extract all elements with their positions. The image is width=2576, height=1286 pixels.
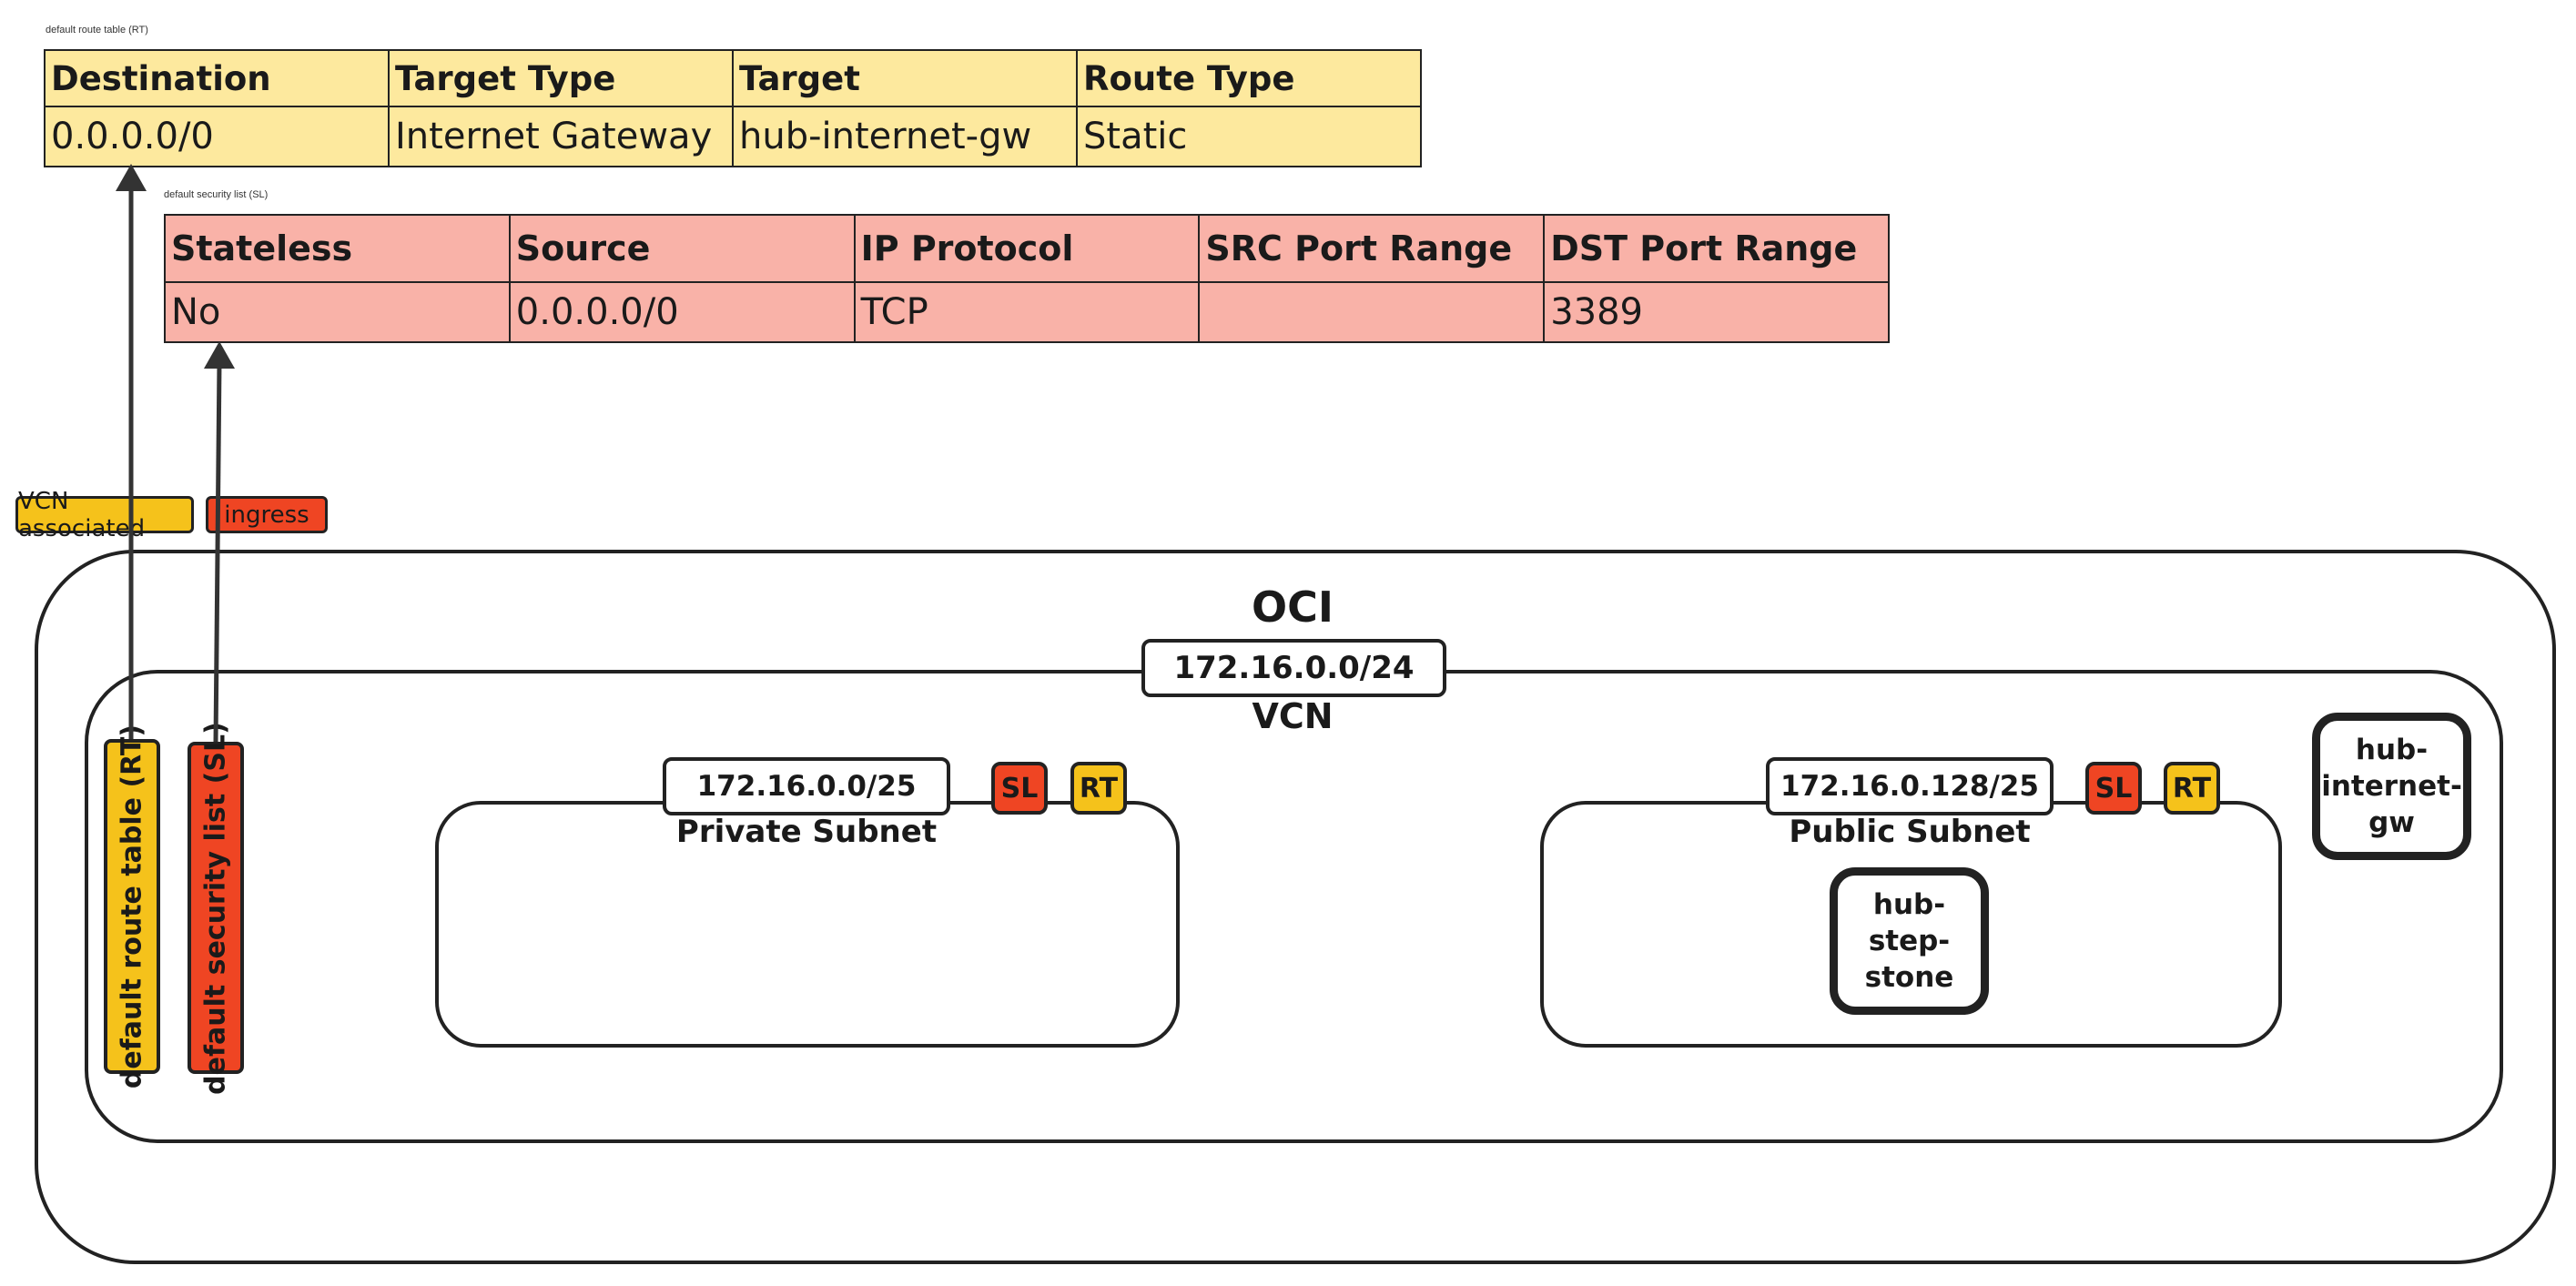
private-subnet-cidr-label: 172.16.0.0/25 [663, 757, 950, 815]
column-header: Route Type [1076, 49, 1422, 107]
hub-internet-gw-node[interactable]: hub-internet-gw [2312, 713, 2471, 860]
vcn-cidr-label: 172.16.0.0/24 [1141, 639, 1446, 697]
table-cell [1198, 281, 1546, 343]
private-subnet-sl-badge[interactable]: SL [991, 762, 1048, 815]
public-subnet-rt-badge[interactable]: RT [2164, 762, 2220, 815]
route-table-caption: default route table (RT) [46, 25, 148, 35]
public-subnet-title: Public Subnet [1789, 814, 2031, 850]
security-list-arrowhead [204, 341, 235, 369]
column-header: Target [732, 49, 1078, 107]
security-list-association-arrow [213, 361, 222, 743]
table-cell: TCP [853, 281, 1201, 343]
table-cell: hub-internet-gw [732, 106, 1078, 167]
hub-step-stone-instance[interactable]: hub-step-stone [1830, 867, 1989, 1015]
column-header: Target Type [388, 49, 734, 107]
public-subnet-sl-badge[interactable]: SL [2085, 762, 2142, 815]
ingress-tag: ingress [206, 496, 328, 533]
security-list-caption: default security list (SL) [164, 189, 269, 200]
table-row: No 0.0.0.0/0 TCP 3389 [164, 281, 1890, 343]
private-subnet-rt-badge[interactable]: RT [1070, 762, 1127, 815]
table-cell: No [164, 281, 511, 343]
security-list-detail: Stateless Source IP Protocol SRC Port Ra… [164, 214, 1890, 343]
public-subnet-cidr-label: 172.16.0.128/25 [1766, 757, 2054, 815]
table-cell: Internet Gateway [388, 106, 734, 167]
default-route-table[interactable]: default route table (RT) [104, 724, 160, 1089]
table-cell: 3389 [1543, 281, 1890, 343]
column-header: Source [508, 214, 856, 283]
table-header-row: Stateless Source IP Protocol SRC Port Ra… [164, 214, 1890, 283]
column-header: Stateless [164, 214, 511, 283]
table-header-row: Destination Target Type Target Route Typ… [44, 49, 1422, 107]
vcn-title: VCN [1252, 696, 1334, 736]
route-table-arrowhead [116, 164, 147, 191]
table-row: 0.0.0.0/0 Internet Gateway hub-internet-… [44, 106, 1422, 167]
table-cell: 0.0.0.0/0 [44, 106, 390, 167]
oci-title: OCI [1252, 582, 1334, 632]
default-security-list[interactable]: default security list (SL) [188, 722, 244, 1094]
column-header: IP Protocol [853, 214, 1201, 283]
column-header: DST Port Range [1543, 214, 1890, 283]
private-subnet-title: Private Subnet [675, 814, 938, 850]
route-table-detail: Destination Target Type Target Route Typ… [44, 49, 1422, 167]
column-header: Destination [44, 49, 390, 107]
column-header: SRC Port Range [1198, 214, 1546, 283]
table-cell: Static [1076, 106, 1422, 167]
table-cell: 0.0.0.0/0 [508, 281, 856, 343]
